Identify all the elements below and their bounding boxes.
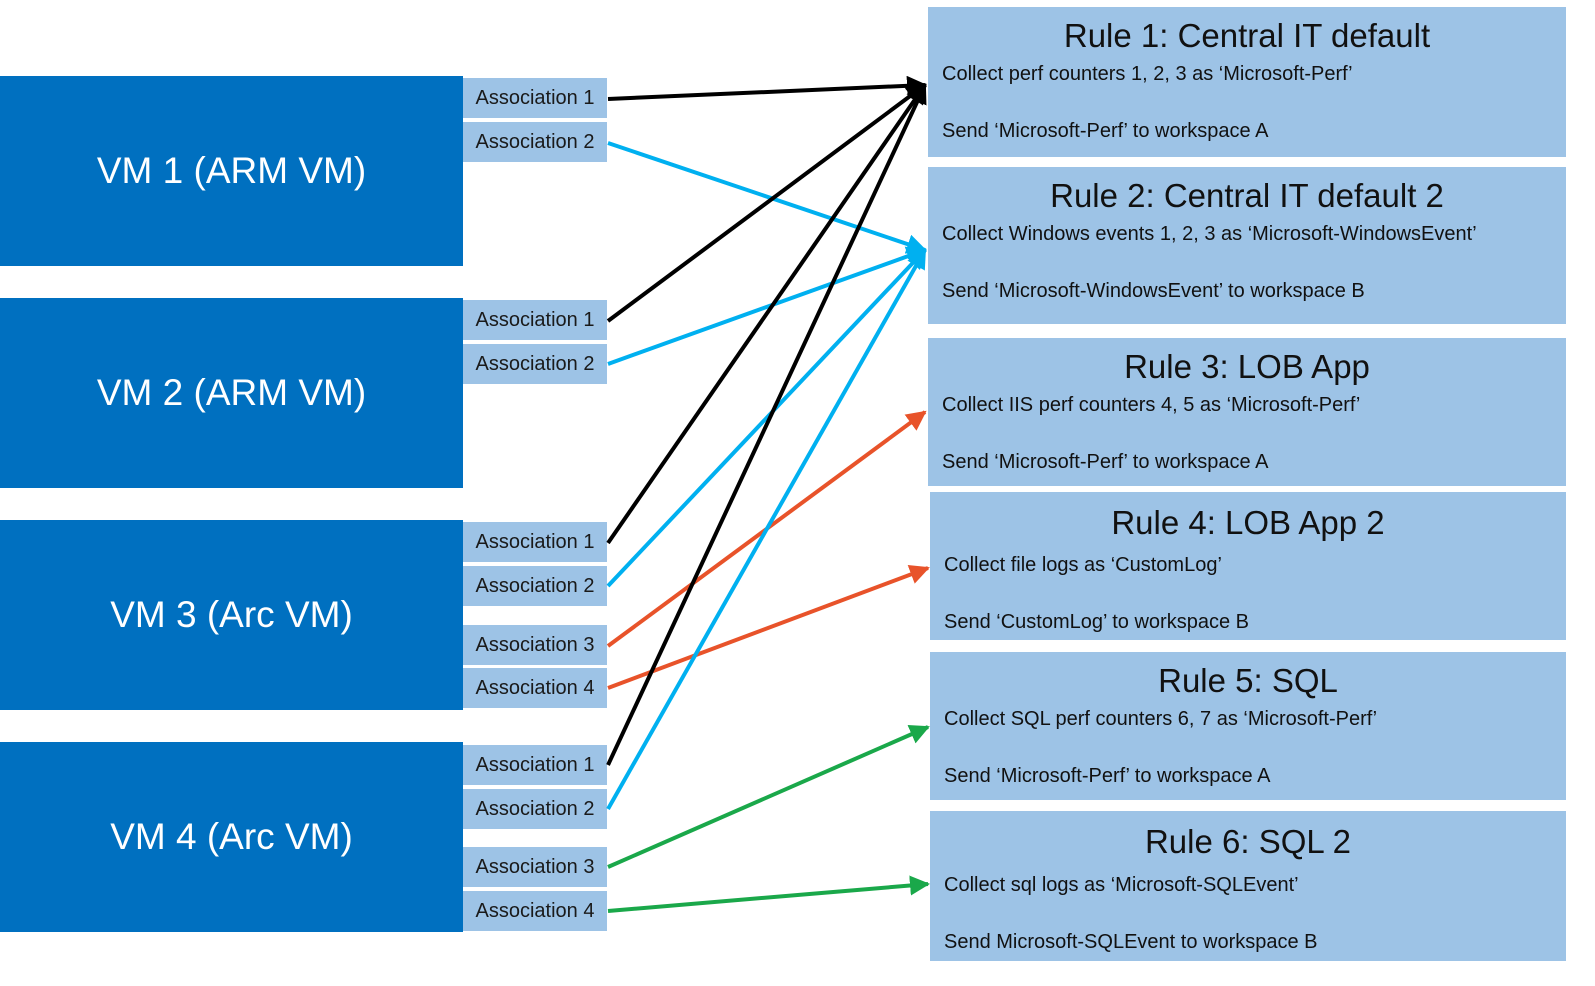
rule-send-text: Send ‘Microsoft-Perf’ to workspace A: [942, 451, 1269, 473]
association-box: Association 4: [463, 891, 607, 931]
rule-collect-text: Collect IIS perf counters 4, 5 as ‘Micro…: [942, 394, 1361, 416]
rule-send-text: Send Microsoft-SQLEvent to workspace B: [944, 931, 1318, 953]
rule-box-2: Rule 2: Central IT default 2 Collect Win…: [928, 167, 1566, 324]
rule-collect-text: Collect perf counters 1, 2, 3 as ‘Micros…: [942, 63, 1353, 85]
association-box: Association 4: [463, 668, 607, 708]
arrow-vm3-assoc1-to-rule1: [606, 83, 927, 545]
rule-box-4: Rule 4: LOB App 2 Collect file logs as ‘…: [930, 492, 1566, 640]
rule-title: Rule 3: LOB App: [1124, 348, 1370, 385]
association-box: Association 1: [463, 78, 607, 118]
rule-send-text: Send ‘CustomLog’ to workspace B: [944, 611, 1249, 633]
rule-title: Rule 2: Central IT default 2: [1050, 177, 1444, 214]
vm-label: VM 4 (Arc VM): [110, 816, 353, 857]
arrow-vm2-assoc1-to-rule1: [606, 83, 927, 323]
association-box: Association 1: [463, 745, 607, 785]
vm-label: VM 1 (ARM VM): [96, 150, 367, 191]
arrow-vm4-assoc3-to-rule5: [607, 725, 930, 869]
rule-box-6: Rule 6: SQL 2 Collect sql logs as ‘Micro…: [930, 811, 1566, 961]
rule-collect-text: Collect file logs as ‘CustomLog’: [944, 554, 1222, 576]
vm-label: VM 3 (Arc VM): [110, 594, 353, 635]
association-box: Association 2: [463, 789, 607, 829]
rule-send-text: Send ‘Microsoft-Perf’ to workspace A: [942, 120, 1269, 142]
association-box: Association 1: [463, 300, 607, 340]
vm-box-2: VM 2 (ARM VM): [0, 298, 463, 488]
rule-send-text: Send ‘Microsoft-Perf’ to workspace A: [944, 765, 1271, 787]
association-box: Association 3: [463, 625, 607, 665]
rule-title: Rule 5: SQL: [1158, 662, 1338, 699]
rule-title: Rule 4: LOB App 2: [1111, 504, 1385, 541]
rule-collect-text: Collect Windows events 1, 2, 3 as ‘Micro…: [942, 223, 1477, 245]
arrow-vm4-assoc4-to-rule6: [607, 875, 930, 913]
rule-collect-text: Collect SQL perf counters 6, 7 as ‘Micro…: [944, 708, 1378, 730]
arrow-vm3-assoc2-to-rule2: [606, 248, 927, 588]
rule-box-1: Rule 1: Central IT default Collect perf …: [928, 7, 1566, 157]
arrow-vm2-assoc2-to-rule2: [607, 246, 927, 366]
arrow-vm3-assoc4-to-rule4: [607, 564, 930, 690]
association-box: Association 3: [463, 847, 607, 887]
association-box: Association 1: [463, 522, 607, 562]
arrow-vm4-assoc1-to-rule1: [606, 83, 927, 766]
rule-send-text: Send ‘Microsoft-WindowsEvent’ to workspa…: [942, 280, 1365, 302]
association-box: Association 2: [463, 122, 607, 162]
arrow-vm1-assoc1-to-rule1: [607, 75, 927, 101]
rule-box-5: Rule 5: SQL Collect SQL perf counters 6,…: [930, 652, 1566, 800]
association-box: Association 2: [463, 344, 607, 384]
arrow-vm1-assoc2-to-rule2: [607, 141, 927, 254]
rule-collect-text: Collect sql logs as ‘Microsoft-SQLEvent’: [944, 874, 1299, 896]
vm-box-1: VM 1 (ARM VM): [0, 76, 463, 266]
rule-box-3: Rule 3: LOB App Collect IIS perf counter…: [928, 338, 1566, 486]
vm-box-4: VM 4 (Arc VM): [0, 742, 463, 932]
association-box: Association 2: [463, 566, 607, 606]
rule-title: Rule 1: Central IT default: [1063, 17, 1431, 54]
vm-label: VM 2 (ARM VM): [96, 372, 367, 413]
arrow-vm4-assoc2-to-rule2: [606, 248, 927, 810]
rule-title: Rule 6: SQL 2: [1144, 823, 1352, 860]
vm-box-3: VM 3 (Arc VM): [0, 520, 463, 710]
